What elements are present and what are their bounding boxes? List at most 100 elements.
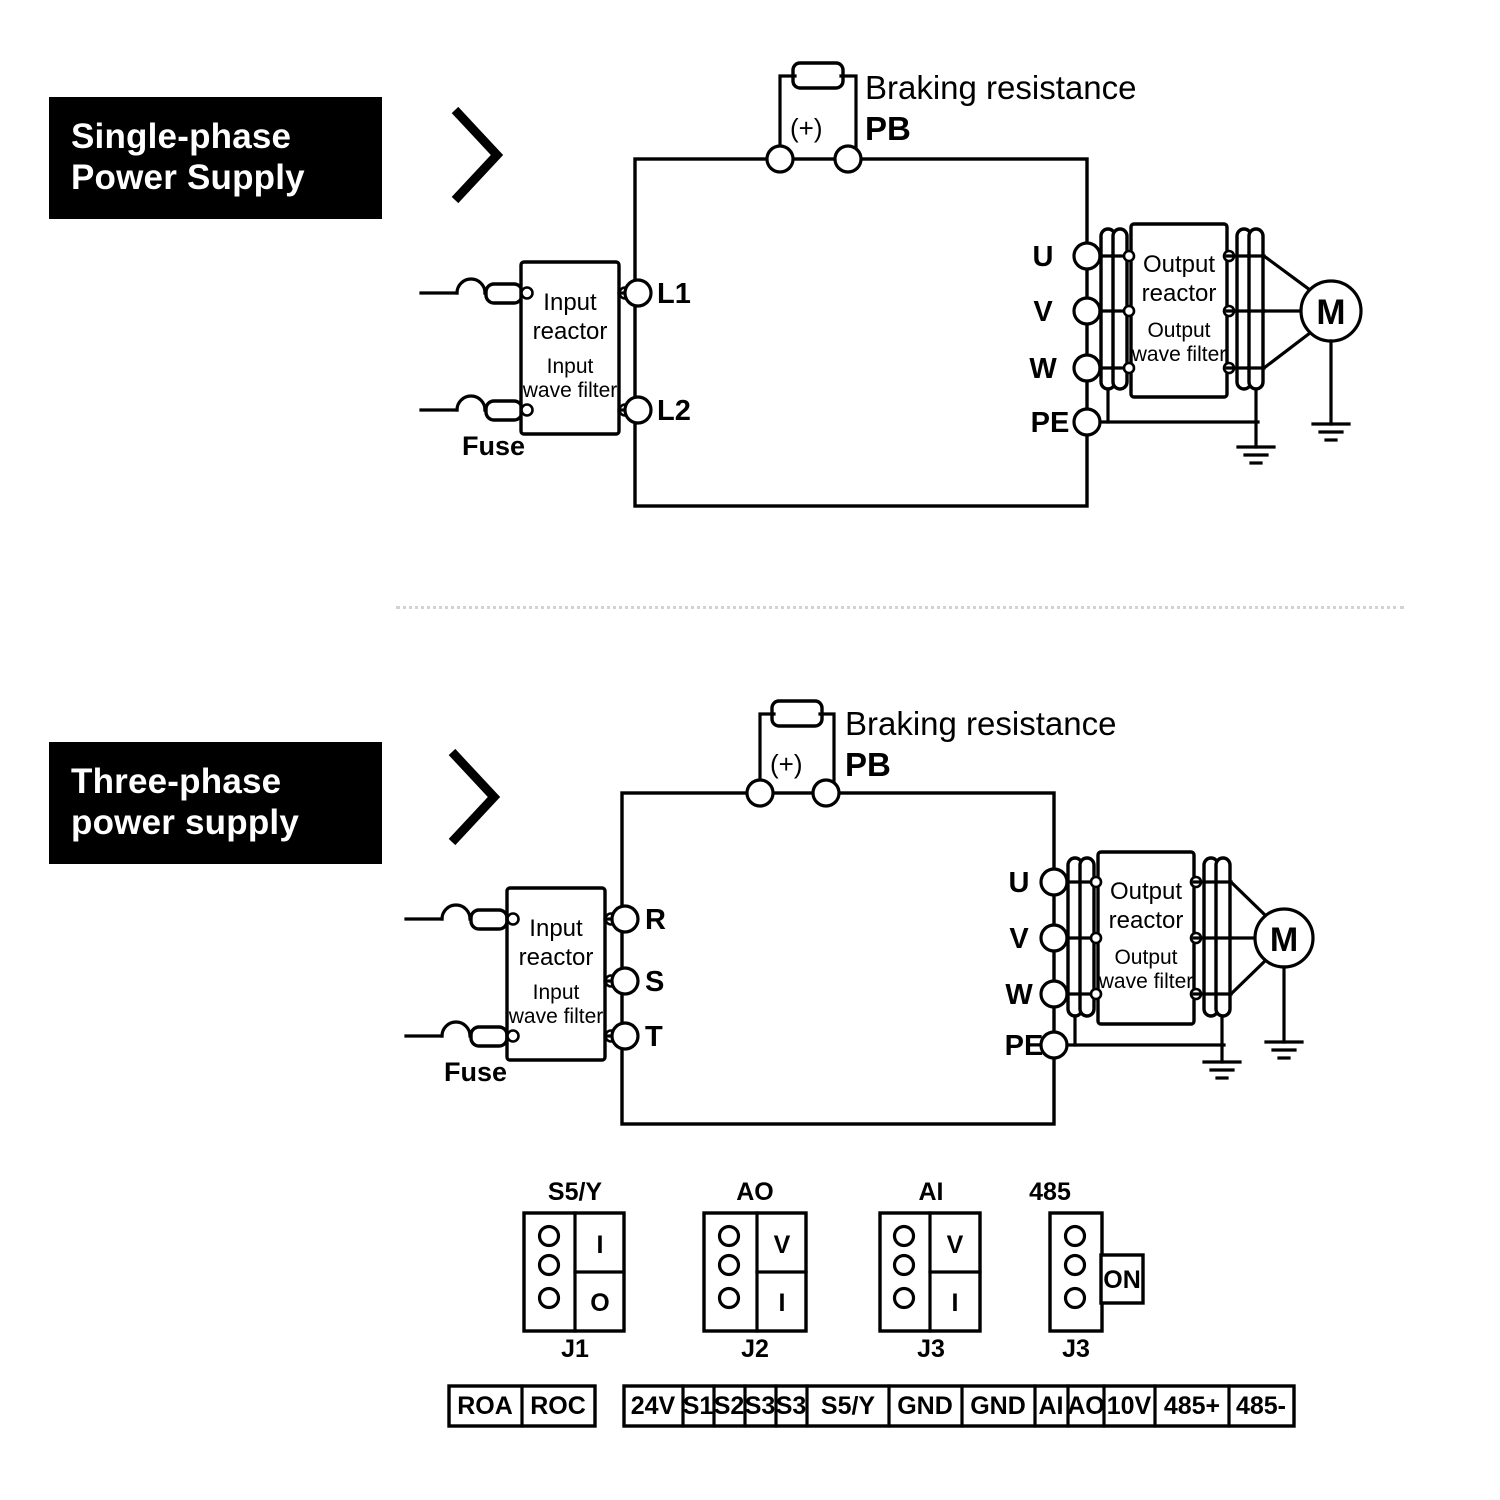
braking-resistor-icon <box>791 61 845 90</box>
section-single-phase: Fuse Input reactor Input wave filter L1 … <box>419 61 1363 508</box>
connector-dot <box>520 403 534 417</box>
terminal-PB[interactable] <box>833 144 863 174</box>
jumper-pin[interactable] <box>717 1224 741 1248</box>
badge-single-phase-line1: Single-phase <box>71 116 292 156</box>
terminal-24V[interactable]: 24V <box>631 1392 676 1420</box>
terminal-W[interactable] <box>1072 353 1102 383</box>
jumper-pin[interactable] <box>537 1224 561 1248</box>
jumper-pin[interactable] <box>892 1286 916 1310</box>
fuse-icon <box>484 282 524 305</box>
jumper-j1-option-1: I <box>597 1231 604 1259</box>
badge-single-phase: Single-phase Power Supply <box>49 97 382 219</box>
braking-title-three: Braking resistance <box>845 705 1116 742</box>
terminal-strip-control-body <box>622 1384 1296 1428</box>
terminal-label-W: W <box>1005 979 1033 1011</box>
terminal-label-R: R <box>645 904 666 936</box>
terminal-label-PE: PE <box>1005 1030 1044 1062</box>
fuse-label-single: Fuse <box>462 431 525 461</box>
terminal-AI[interactable]: AI <box>1039 1392 1064 1420</box>
jumper-pin[interactable] <box>892 1253 916 1277</box>
terminal-PE[interactable] <box>1072 407 1102 437</box>
jumper-block-j2[interactable]: AO V I J2 <box>702 1178 808 1363</box>
supply-chevron-icon <box>448 748 501 846</box>
input-reactor-line3: Input <box>547 355 594 378</box>
output-reactor-line4: wave filter <box>1131 343 1227 366</box>
terminal-485-plus[interactable]: 485+ <box>1164 1392 1220 1420</box>
terminal-10V[interactable]: 10V <box>1107 1392 1152 1420</box>
terminal-GND-a[interactable]: GND <box>897 1392 953 1420</box>
jumper-j3ai-option-1: V <box>947 1231 964 1259</box>
terminal-L1[interactable] <box>623 278 653 308</box>
jumper-pin[interactable] <box>1063 1253 1087 1277</box>
terminal-GND-b[interactable]: GND <box>970 1392 1026 1420</box>
terminal-ROA[interactable]: ROA <box>457 1392 513 1420</box>
terminal-S1[interactable]: S1 <box>683 1392 714 1420</box>
output-reactor-line3: Output <box>1147 319 1210 342</box>
terminal-label-U: U <box>1009 867 1030 899</box>
terminal-plus[interactable] <box>765 144 795 174</box>
inverter-body-three <box>620 791 1056 1126</box>
output-reactor-line4: wave filter <box>1098 970 1194 993</box>
inverter-body-single <box>633 157 1089 508</box>
connector-dot <box>506 912 520 926</box>
input-reactor-block-three <box>505 886 607 1062</box>
connector-dot <box>506 1029 520 1043</box>
input-reactor-line4: wave filter <box>508 1005 604 1028</box>
terminal-ROC[interactable]: ROC <box>530 1392 586 1420</box>
terminal-T[interactable] <box>610 1021 640 1051</box>
terminal-485-minus[interactable]: 485- <box>1236 1392 1286 1420</box>
terminal-label-L2: L2 <box>657 395 691 427</box>
jumper-j3485-switch[interactable] <box>1099 1253 1145 1305</box>
terminal-W[interactable] <box>1039 979 1069 1009</box>
terminal-S5Y[interactable]: S5/Y <box>821 1392 876 1420</box>
terminal-strip-control[interactable]: 24V S1 S2 S3 S3 S5/Y GND GND AI AO 10V 4… <box>622 1384 1296 1428</box>
supply-chevron-icon <box>451 106 504 204</box>
terminal-PE[interactable] <box>1039 1030 1069 1060</box>
jumper-block-j1[interactable]: S5/Y I O J1 <box>522 1178 626 1363</box>
terminal-plus[interactable] <box>745 778 775 808</box>
braking-pb-label-three: PB <box>845 746 891 783</box>
jumper-pin[interactable] <box>892 1224 916 1248</box>
jumper-pin[interactable] <box>537 1286 561 1310</box>
terminal-label-T: T <box>645 1021 663 1053</box>
jumper-block-j3-485[interactable]: 485 ON J3 <box>1029 1178 1145 1363</box>
jumper-pin[interactable] <box>537 1253 561 1277</box>
input-reactor-line1: Input <box>543 289 597 316</box>
terminal-PB[interactable] <box>811 778 841 808</box>
ground-symbol-filter <box>1202 1060 1242 1080</box>
jumper-block-j3-ai[interactable]: AI V I J3 <box>878 1178 982 1363</box>
braking-plus-label: (+) <box>770 749 803 779</box>
jumper-pin[interactable] <box>1063 1224 1087 1248</box>
connector-dot <box>1089 875 1103 889</box>
jumper-pin[interactable] <box>717 1253 741 1277</box>
braking-resistor-group-single <box>778 61 858 161</box>
terminal-V[interactable] <box>1039 923 1069 953</box>
badge-three-phase-line2: power supply <box>71 803 299 842</box>
terminal-R[interactable] <box>610 904 640 934</box>
terminal-label-S: S <box>645 966 664 998</box>
jumper-j1-option-2: O <box>590 1289 609 1317</box>
terminal-S3-a[interactable]: S3 <box>745 1392 776 1420</box>
output-reactor-line2: reactor <box>1109 907 1184 934</box>
connector-dot <box>1122 249 1136 263</box>
terminal-V[interactable] <box>1072 296 1102 326</box>
jumper-pin[interactable] <box>717 1286 741 1310</box>
fuse-icon <box>484 399 524 422</box>
terminal-U[interactable] <box>1072 241 1102 271</box>
jumper-j1-title: S5/Y <box>548 1178 603 1206</box>
braking-pb-label-single: PB <box>865 110 911 147</box>
terminal-S[interactable] <box>610 966 640 996</box>
terminal-strip-relay[interactable]: ROA ROC <box>447 1384 597 1428</box>
output-choke-right2 <box>1247 227 1265 391</box>
connector-dot <box>1089 987 1103 1001</box>
jumper-j3ai-option-2: I <box>952 1289 959 1317</box>
terminal-S3-b[interactable]: S3 <box>776 1392 807 1420</box>
terminal-label-PE: PE <box>1031 407 1070 439</box>
terminal-AO[interactable]: AO <box>1067 1392 1105 1420</box>
terminal-U[interactable] <box>1039 867 1069 897</box>
terminal-L2[interactable] <box>623 395 653 425</box>
jumper-j2-option-2: I <box>779 1289 786 1317</box>
terminal-S2[interactable]: S2 <box>714 1392 745 1420</box>
jumper-pin[interactable] <box>1063 1286 1087 1310</box>
